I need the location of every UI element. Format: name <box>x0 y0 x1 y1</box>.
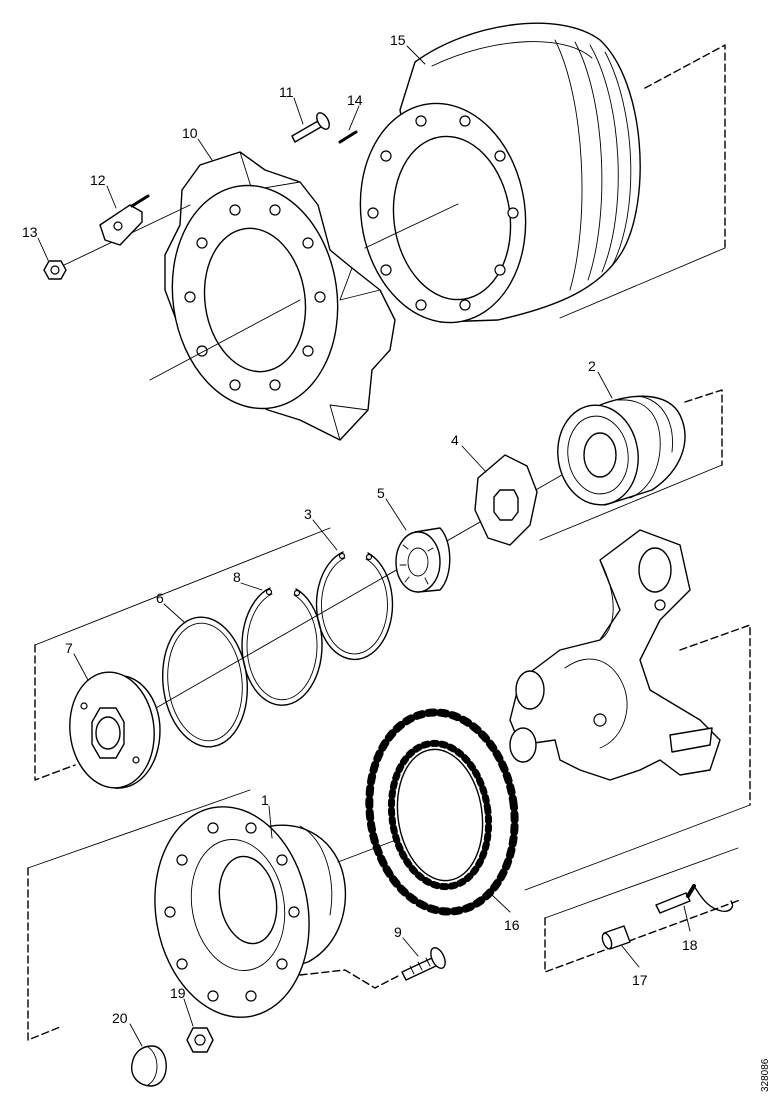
axle-nut <box>395 527 451 593</box>
callout-leaders <box>37 45 691 1047</box>
callout-10: 10 <box>182 125 198 141</box>
callout-14: 14 <box>347 92 363 108</box>
callout-15: 15 <box>390 32 406 48</box>
wheel-stud <box>401 947 446 981</box>
callout-5: 5 <box>377 485 385 501</box>
callout-12: 12 <box>90 172 106 188</box>
tone-ring <box>365 708 519 916</box>
locating-pin <box>338 130 358 144</box>
assembly-boundary-lines <box>27 44 751 1041</box>
callout-3: 3 <box>304 506 312 522</box>
hub-stud-holes <box>164 822 300 1002</box>
callout-1: 1 <box>261 792 269 808</box>
callout-16: 16 <box>504 917 520 933</box>
callout-8: 8 <box>233 569 241 585</box>
callout-11: 11 <box>279 84 294 100</box>
hex-nut-small <box>43 260 67 280</box>
plate-bolt-holes <box>184 204 326 391</box>
callout-9: 9 <box>394 924 402 940</box>
bracket-clip <box>61 194 191 267</box>
wheel-bearing <box>557 395 686 506</box>
callout-6: 6 <box>156 590 164 606</box>
hub-cap <box>69 671 161 789</box>
drawing-number: 328086 <box>760 1058 771 1092</box>
callout-7: 7 <box>65 640 73 656</box>
nut-cover-cap <box>131 1045 167 1087</box>
brake-carrier-plate <box>149 151 396 441</box>
snap-ring-small <box>241 587 323 706</box>
brake-drum <box>359 22 641 324</box>
abs-sensor <box>655 884 734 914</box>
callout-2: 2 <box>588 358 596 374</box>
callout-4: 4 <box>451 432 459 448</box>
steering-knuckle <box>509 529 721 781</box>
callout-20: 20 <box>112 1010 128 1026</box>
callout-13: 13 <box>22 224 38 240</box>
lock-washer <box>474 454 538 546</box>
drum-bolt-holes <box>367 115 519 311</box>
callout-17: 17 <box>632 972 648 988</box>
wheel-nut <box>186 1027 214 1053</box>
o-ring <box>161 616 249 748</box>
snap-ring-large <box>315 551 394 661</box>
callout-18: 18 <box>682 937 698 953</box>
sensor-sleeve <box>601 925 631 950</box>
wheel-hub <box>154 806 399 1018</box>
carrier-bolt <box>291 112 330 143</box>
callout-19: 19 <box>170 985 186 1001</box>
callout-numbers: 15 11 14 10 12 13 2 4 5 3 8 6 7 1 16 9 1… <box>22 32 698 1026</box>
